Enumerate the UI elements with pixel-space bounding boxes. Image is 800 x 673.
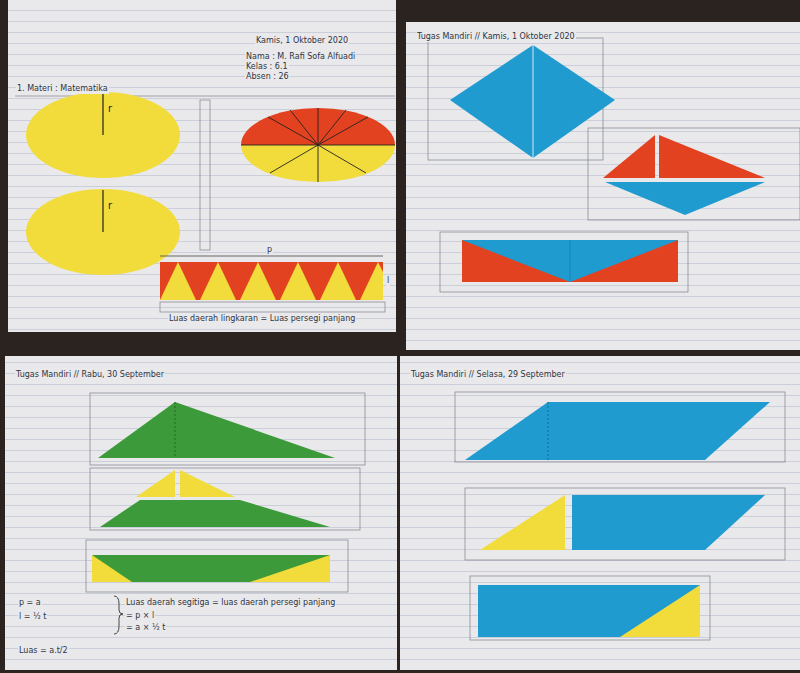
worksheet-panel: Kamis, 1 Oktober 2020Nama : M. Rafi Sofa…	[8, 0, 396, 332]
formula-text: Luas daerah lingkaran = Luas persegi pan…	[168, 314, 356, 324]
formula-text: = p × l	[125, 611, 155, 621]
worksheet-note: Nama : M. Rafi Sofa Alfuadi	[245, 52, 356, 62]
formula-text: = a × ½ t	[125, 623, 166, 633]
worksheet-panel: Tugas Mandiri // Selasa, 29 September	[400, 356, 800, 670]
worksheet-note: Absen : 26	[245, 72, 290, 82]
formula-text: l = ½ t	[18, 612, 47, 622]
worksheet-heading: Kamis, 1 Oktober 2020	[255, 36, 349, 46]
worksheet-panel: Tugas Mandiri // Rabu, 30 September	[5, 356, 397, 670]
formula-text: Luas = a.t/2	[18, 646, 69, 656]
formula-text: p = a	[18, 598, 42, 608]
worksheet-note: 1. Materi : Matematika	[16, 84, 109, 94]
worksheet-note: Kelas : 6.1	[245, 62, 289, 72]
radius-label: r	[107, 201, 113, 211]
length-label: p	[266, 245, 273, 255]
width-label: l	[386, 276, 390, 286]
worksheet-heading: Tugas Mandiri // Kamis, 1 Oktober 2020	[416, 32, 576, 42]
worksheet-panel: Tugas Mandiri // Kamis, 1 Oktober 2020	[406, 22, 800, 350]
worksheet-heading: Tugas Mandiri // Selasa, 29 September	[410, 370, 566, 380]
radius-label: r	[107, 104, 113, 114]
formula-text: Luas daerah segitiga = luas daerah perse…	[125, 598, 336, 608]
worksheet-heading: Tugas Mandiri // Rabu, 30 September	[15, 370, 165, 380]
